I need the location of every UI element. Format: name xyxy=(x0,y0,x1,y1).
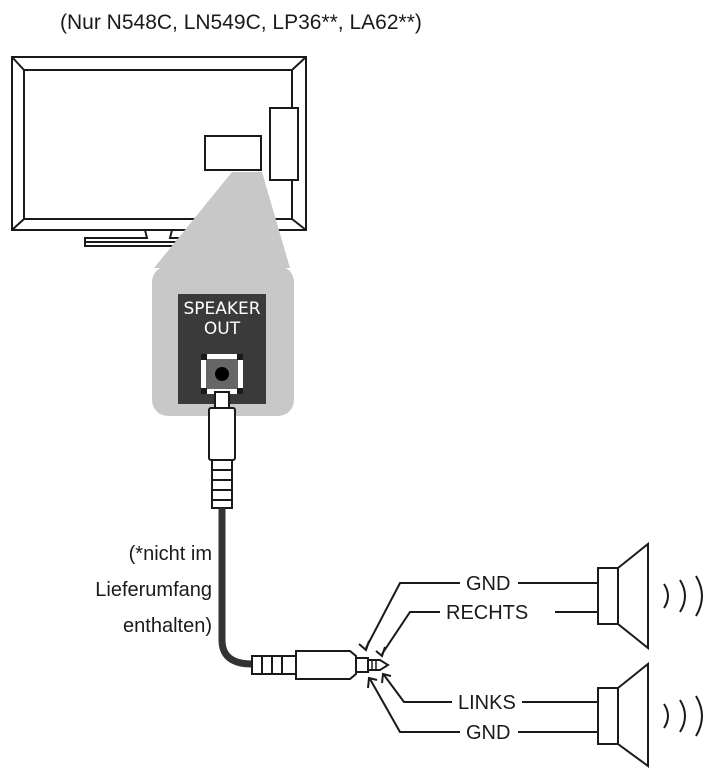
sound-waves-icon xyxy=(663,575,703,617)
cable-note-line3: enthalten) xyxy=(123,615,212,637)
loudspeaker-icon xyxy=(597,541,649,651)
loudspeaker-icon xyxy=(597,661,649,768)
port-callout xyxy=(154,172,290,268)
audio-cable xyxy=(218,508,253,668)
cable-note-line1: (*nicht im xyxy=(129,543,212,565)
model-caption: (Nur N548C, LN549C, LP36**, LA62**) xyxy=(60,11,422,34)
speaker-out-label-line1: SPEAKER xyxy=(183,299,260,319)
jack-socket-icon xyxy=(201,354,243,394)
speaker-out-label-line2: OUT xyxy=(204,319,241,339)
pin-label-gnd-bottom: GND xyxy=(466,722,510,744)
cable-note-line2: Lieferumfang xyxy=(95,579,212,601)
sound-waves-icon xyxy=(663,695,703,737)
pin-leader-lines xyxy=(358,582,460,733)
jack-plug-top-icon xyxy=(208,391,236,509)
pin-label-gnd-top: GND xyxy=(466,573,510,595)
tv-port-box xyxy=(204,135,262,171)
pin-label-links: LINKS xyxy=(458,692,516,714)
pin-label-rechts: RECHTS xyxy=(446,602,528,624)
speaker-wires xyxy=(518,582,598,733)
jack-plug-bottom-icon xyxy=(251,650,390,680)
